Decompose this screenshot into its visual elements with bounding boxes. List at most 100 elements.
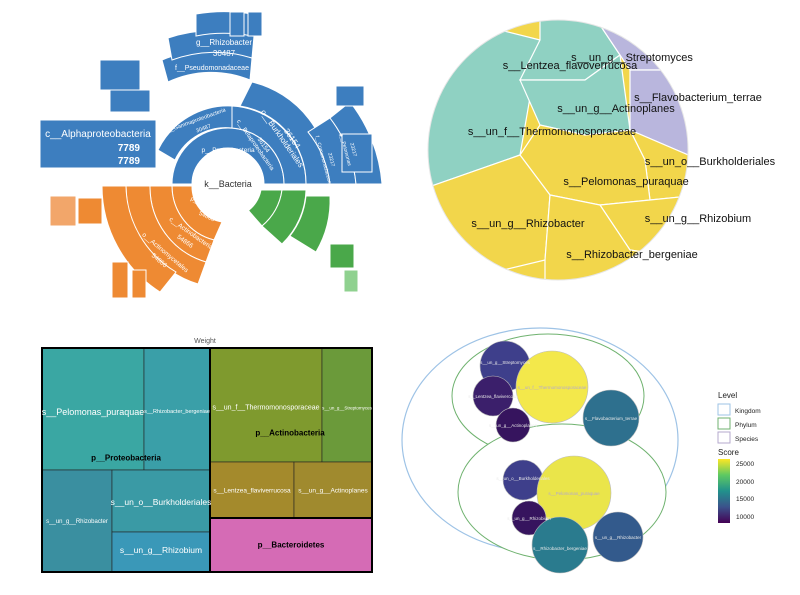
legend-score-tick-10000: 10000 — [736, 514, 754, 521]
voronoi-outline — [427, 19, 689, 281]
sunburst-green-5 — [343, 269, 359, 293]
legend-score-title: Score — [718, 448, 739, 457]
treemap-cell-rhizobium — [111, 531, 211, 573]
voronoi-label-actinoplanes: s__un_g__Actinoplanes — [557, 103, 675, 115]
treemap-phylum-bacteroidetes: p__Bacteroidetes — [257, 540, 325, 550]
sunburst-small-1 — [99, 59, 141, 91]
sunburst-bacteroidetes — [247, 189, 359, 293]
treemap-label-rhizobacter: s__un_g__Rhizobacter — [46, 519, 108, 525]
legend-level-title: Level — [718, 391, 737, 400]
sunburst-label-pseudomonadaceae: f__Pseudomonadaceae — [175, 65, 249, 72]
voronoi-label-rhizobium: s__un_g__Rhizobium — [645, 213, 751, 225]
sunburst-small-5 — [335, 85, 365, 107]
sunburst-orange-3 — [111, 261, 129, 299]
treemap-label-actinoplanes: s__un_g__Actinoplanes — [298, 487, 368, 495]
legend-swatch-species — [717, 431, 731, 444]
treemap-phylum-proteobacteria: p__Proteobacteria — [91, 453, 161, 463]
circle-label-lentzea: s__Lentzea_flavivercosa — [468, 394, 518, 399]
legend-level: Level Kingdom Phylum Species — [717, 391, 761, 444]
voronoi-treemap: s__un_g__Streptomyces s__Lentzea_flavove… — [400, 0, 800, 300]
sunburst-orange-2 — [77, 197, 103, 225]
legend-score-tick-25000: 25000 — [736, 461, 754, 468]
sunburst-center — [194, 150, 262, 218]
legend-score-tick-20000: 20000 — [736, 479, 754, 486]
circle-label-burkholderiales: s__un_o__Burkholderiales — [496, 476, 550, 481]
sunburst-arc-green-2 — [261, 189, 307, 245]
sunburst-arc-alpha — [39, 119, 157, 169]
treemap-label-thermomonosporaceae: s__un_f__Thermomonosporaceae — [212, 404, 320, 412]
circle-label-flavobacterium: s__Flavobacterium_terrae — [585, 416, 638, 421]
circle-species-rhizobium — [511, 500, 547, 536]
treemap-label-bergeniae: s__Rhizobacter_bergeniae — [144, 409, 210, 415]
circle-label-rhizobacter: s__un_g__Rhizobacter — [595, 535, 642, 540]
sunburst-label-proteobacteria: p__Proteobacteria — [201, 147, 255, 154]
sunburst-proteobacteria — [39, 11, 383, 185]
treemap-label-burkholderiales: s__un_o__Burkholderiales — [110, 497, 212, 507]
circle-label-pelomonas: s__Pelomonas_puraquae — [548, 491, 600, 496]
circle-packing-svg: s__un_g__Streptomyces s__Lentzea_flavive… — [401, 327, 761, 574]
sunburst-value-pseudomonadaceae: 30487 — [202, 75, 222, 82]
legend-score: Score 25000 20000 15000 10000 — [718, 448, 754, 523]
sunburst-label-rhizobacter-genus: g__Rhizobacter — [196, 38, 252, 47]
sunburst-value-proteobacteria: 74430 — [219, 156, 237, 163]
treemap-svg: Weight — [41, 338, 373, 573]
sunburst-label-alpha: c__Alphaproteobacteria — [45, 129, 151, 140]
sunburst-arc-actino-outer — [101, 185, 177, 293]
circle-species-actinoplanes — [495, 407, 531, 443]
sunburst-label-pseudomonadales: o__Pseudomonadales — [175, 89, 245, 96]
circle-label-actinoplanes: s__un_g__Actinoplanes — [489, 423, 538, 428]
voronoi-label-flavobacterium: s__Flavobacterium_terrae — [634, 92, 762, 104]
legend-swatch-phylum — [717, 417, 731, 430]
treemap-label-pelomonas: s__Pelomonas_puraquae — [41, 407, 145, 417]
voronoi-label-streptomyces: s__un_g__Streptomyces — [571, 52, 693, 64]
circle-label-bergeniae: s__Rhizobacter_bergeniae — [533, 546, 587, 551]
sunburst-small-6 — [341, 133, 373, 173]
treemap-cell-bergeniae — [143, 347, 211, 471]
treemap-cell-thermomonosporaceae — [209, 347, 323, 463]
legend-score-bar — [718, 459, 730, 523]
sunburst-value-pelomonas: 23217 — [348, 142, 357, 157]
treemap-cell-rhizobacter — [41, 469, 113, 573]
legend-label-phylum: Phylum — [735, 422, 757, 429]
circle-species-flavobacterium — [582, 389, 640, 447]
sunburst-svg: k__Bacteria p__Proteobacteria 74430 p__A… — [39, 11, 383, 299]
treemap-label-streptomyces: s__un_g__Streptomyces — [322, 405, 372, 411]
sunburst-small-4 — [247, 11, 263, 37]
voronoi-svg: s__un_g__Streptomyces s__Lentzea_flavove… — [427, 19, 776, 281]
legend-swatch-kingdom — [717, 403, 731, 416]
circle-packing-chart: s__un_g__Streptomyces s__Lentzea_flavive… — [400, 300, 800, 590]
circle-species-bergeniae — [531, 516, 589, 574]
treemap-group-bacteroidetes — [209, 517, 373, 573]
treemap-chart: Weight s__Pelomonas_puraquae s__Rhizobac… — [0, 300, 400, 590]
voronoi-label-thermomonosporaceae: s__un_f__Thermomonosporaceae — [468, 126, 636, 138]
sunburst-small-3 — [229, 11, 245, 37]
voronoi-label-rhizobacter: s__un_g__Rhizobacter — [471, 218, 584, 230]
sunburst-value-alpha-2: 7789 — [118, 156, 141, 167]
treemap-title: Weight — [194, 338, 216, 345]
legend-score-tick-15000: 15000 — [736, 496, 754, 503]
legend-label-kingdom: Kingdom — [735, 408, 761, 415]
sunburst-orange-1 — [49, 195, 77, 227]
circle-species-rhizobacter — [592, 511, 644, 563]
voronoi-label-burkholderiales: s__un_o__Burkholderiales — [645, 156, 776, 168]
sunburst-actinobacteria — [49, 185, 223, 299]
sunburst-green-4 — [329, 243, 355, 269]
sunburst-value-alpha-1: 7789 — [118, 143, 141, 154]
legend-label-species: Species — [735, 436, 759, 443]
treemap-cell-lentzea — [209, 461, 295, 519]
sunburst-value-gamma: 30487 — [195, 124, 211, 135]
circle-label-streptomyces: s__un_g__Streptomyces — [480, 360, 531, 365]
circle-species-lentzea — [472, 375, 514, 417]
treemap-phylum-actinobacteria: p__Actinobacteria — [255, 428, 325, 438]
circle-species-thermomonosporaceae — [515, 350, 589, 424]
treemap-cell-bacteroidetes — [209, 517, 373, 573]
treemap-cell-pelomonas — [41, 347, 145, 471]
sunburst-small-2 — [109, 89, 151, 113]
circle-label-rhizobium: s__un_g__Rhizobium — [507, 516, 551, 521]
sunburst-value-comamonadaceae: 23217 — [326, 152, 335, 167]
voronoi-label-pelomonas: s__Pelomonas_puraquae — [563, 176, 688, 188]
sunburst-arc-green-3 — [289, 195, 331, 253]
voronoi-label-lentzea: s__Lentzea_flavoverrucosa — [503, 60, 638, 72]
sunburst-value-pseudomonadales: 30487 — [200, 99, 220, 106]
treemap-label-lentzea: s__Lentzea_flaviverrucosa — [213, 487, 291, 495]
